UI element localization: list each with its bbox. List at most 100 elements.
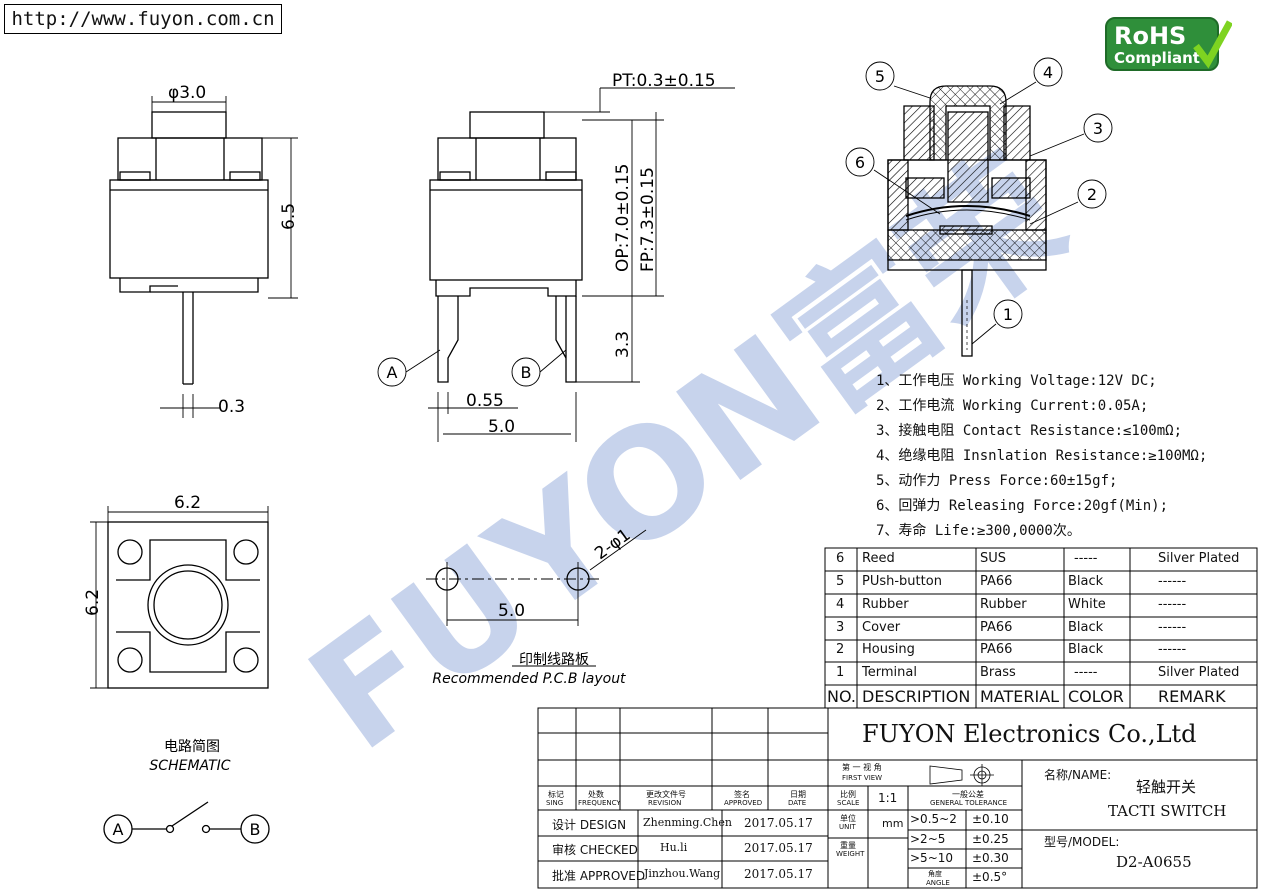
schematic-a: A xyxy=(113,820,124,839)
bom-remark: ------ xyxy=(1158,620,1187,635)
label-freq-en: FREQUENCY xyxy=(578,799,621,807)
dim-pin-gap: 0.55 xyxy=(466,391,504,411)
tolerance-value: ±0.5° xyxy=(972,870,1008,884)
bom-material: PA66 xyxy=(980,620,1013,635)
label-unit-cn: 单位 xyxy=(840,814,856,823)
callout-1: 1 xyxy=(1003,305,1013,324)
tolerance-value: ±0.25 xyxy=(972,832,1009,846)
bom-no: 3 xyxy=(836,620,845,635)
dim-diameter: φ3.0 xyxy=(168,83,206,103)
schematic xyxy=(103,801,270,844)
label-sign-en: SING xyxy=(546,799,564,807)
dim-pt: PT:0.3±0.15 xyxy=(612,71,716,91)
callout-6: 6 xyxy=(855,153,865,172)
rohs-title: RoHS xyxy=(1114,22,1186,50)
spec-voltage: 1、工作电压 Working Voltage:12V DC; xyxy=(876,373,1157,389)
spec-current: 2、工作电流 Working Current:0.05A; xyxy=(876,398,1149,414)
bom-header-color: COLOR xyxy=(1068,687,1124,706)
tolerance-range: >2~5 xyxy=(910,832,946,846)
callout-5: 5 xyxy=(875,67,885,86)
bom-no: 6 xyxy=(836,551,845,566)
website-url[interactable]: http://www.fuyon.com.cn xyxy=(4,4,282,34)
bom-remark: Silver Plated xyxy=(1158,665,1240,680)
dim-fp: FP:7.3±0.15 xyxy=(638,167,658,272)
rohs-badge: RoHS Compliant xyxy=(1105,17,1232,71)
label-approved-cn: 签名 xyxy=(734,790,750,799)
dim-width: 6.2 xyxy=(174,493,201,513)
scale-value: 1:1 xyxy=(878,791,898,805)
schematic-title-cn: 电路简图 xyxy=(164,738,220,755)
spec-insulation-resistance: 4、绝缘电阻 Insnlation Resistance:≥100MΩ; xyxy=(876,448,1208,464)
design-date: 2017.05.17 xyxy=(744,816,813,830)
model-label: 型号/MODEL: xyxy=(1044,835,1120,849)
check-icon xyxy=(1193,20,1232,69)
projection-cn: 第 一 视 角 xyxy=(842,763,882,772)
bom-no: 4 xyxy=(836,597,845,612)
label-tolerance-en: GENERAL TOLERANCE xyxy=(930,799,1008,807)
bom-color: Black xyxy=(1068,642,1104,657)
checked-name: Hu.li xyxy=(660,841,688,854)
checked-label: 审核 CHECKED xyxy=(552,843,638,857)
bom-color: ----- xyxy=(1074,551,1098,566)
marker-a: A xyxy=(387,363,398,382)
label-freq-cn: 处数 xyxy=(588,790,604,799)
approved-date: 2017.05.17 xyxy=(744,867,813,881)
bom-desc: Terminal xyxy=(862,665,917,680)
bom-remark: ------ xyxy=(1158,597,1187,612)
label-revision-cn: 更改文件号 xyxy=(646,790,686,799)
label-sign-cn: 标记 xyxy=(548,790,564,799)
bom-desc: Reed xyxy=(862,551,895,566)
label-weight-cn: 重量 xyxy=(840,841,856,850)
dim-height: 6.5 xyxy=(279,203,299,230)
bottom-dimensions xyxy=(90,506,269,689)
front-view xyxy=(109,111,269,385)
rohs-subtitle: Compliant xyxy=(1114,49,1200,67)
schematic-title-en: SCHEMATIC xyxy=(149,758,230,774)
spec-press-force: 5、动作力 Press Force:60±15gf; xyxy=(876,473,1118,489)
projection-en: FIRST VIEW xyxy=(842,774,883,782)
label-unit-en: UNIT xyxy=(839,823,856,831)
pcb-title-en: Recommended P.C.B layout xyxy=(432,671,626,687)
design-label: 设计 DESIGN xyxy=(552,818,627,832)
bottom-view xyxy=(107,521,269,689)
label-tolerance-cn: 一般公差 xyxy=(952,790,984,799)
bom-desc: Cover xyxy=(862,620,901,635)
front-dimensions xyxy=(151,96,298,418)
label-weight-en: WEIGHT xyxy=(836,850,865,858)
pin-markers xyxy=(377,349,567,387)
spec-contact-resistance: 3、接触电阻 Contact Resistance:≤100mΩ; xyxy=(876,423,1183,439)
name-label: 名称/NAME: xyxy=(1044,768,1112,782)
label-angle-cn: 角度 xyxy=(928,870,942,878)
unit-value: mm xyxy=(882,817,904,830)
dim-op: OP:7.0±0.15 xyxy=(613,164,633,273)
bom-remark: ------ xyxy=(1158,574,1187,589)
callout-4: 4 xyxy=(1043,63,1053,82)
spec-releasing-force: 6、回弹力 Releasing Force:20gf(Min); xyxy=(876,498,1169,514)
bom-desc: Rubber xyxy=(862,597,909,612)
label-angle-en: ANGLE xyxy=(926,879,950,887)
bom-color: ----- xyxy=(1074,665,1098,680)
dim-pcb-pitch: 5.0 xyxy=(498,601,525,621)
bom-no: 1 xyxy=(836,665,845,680)
tolerance-range: >5~10 xyxy=(910,851,954,865)
tolerance-value: ±0.30 xyxy=(972,851,1009,865)
company-name: FUYON Electronics Co.,Ltd xyxy=(862,720,1197,748)
dim-pitch: 5.0 xyxy=(488,417,515,437)
schematic-b: B xyxy=(250,820,261,839)
checked-date: 2017.05.17 xyxy=(744,841,813,855)
bom-header-remark: REMARK xyxy=(1158,687,1226,706)
approved-label: 批准 APPROVED xyxy=(552,869,646,883)
label-scale-cn: 比例 xyxy=(840,790,856,799)
pcb-title-cn: 印制线路板 xyxy=(519,652,589,668)
bom-material: SUS xyxy=(980,551,1007,566)
side-view xyxy=(429,111,583,383)
bom-no: 5 xyxy=(836,574,845,589)
bom-header-material: MATERIAL xyxy=(980,687,1060,706)
title-block-grid xyxy=(537,707,1258,889)
bom-header-desc: DESCRIPTION xyxy=(862,687,971,706)
product-name-cn: 轻触开关 xyxy=(1136,778,1197,796)
label-date-cn: 日期 xyxy=(790,790,806,799)
pcb-layout xyxy=(426,529,647,667)
